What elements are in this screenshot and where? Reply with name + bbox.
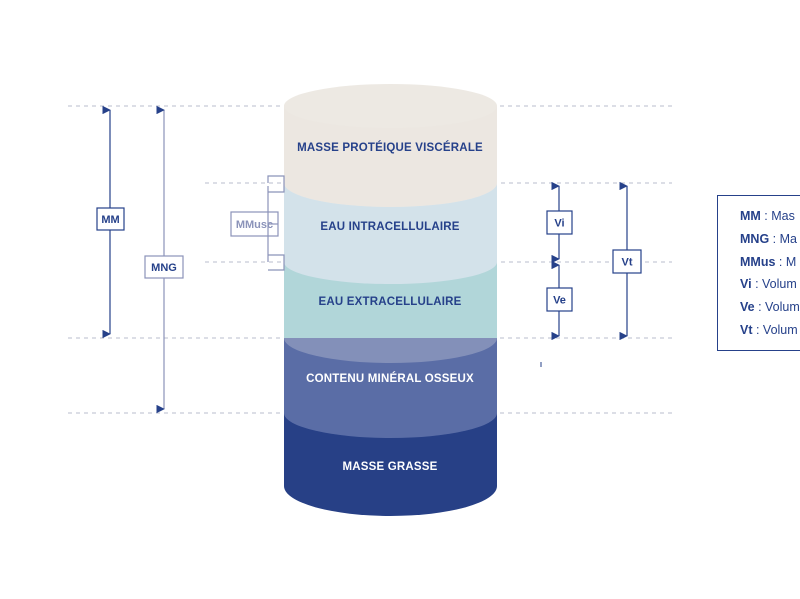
vt-bracket: Vt [612,181,642,341]
legend-text: Mas [771,209,795,223]
vi-bracket: Vi [546,181,573,264]
legend-abbr: Vt [740,322,753,337]
legend-sep: : [751,277,763,292]
legend-abbr: MM [740,209,761,223]
legend-row-mm: MM : Mas [740,205,800,228]
legend-abbr: Ve [740,300,755,315]
mmusc-top-tab [267,175,285,193]
label-eau-extracellulaire: EAU EXTRACELLULAIRE [318,296,461,308]
legend-text: Ma [779,231,797,246]
legend-sep: : [760,209,772,223]
layer-masse-proteique [284,106,497,207]
ve-label: Ve [553,295,566,307]
vt-label-box [612,249,642,274]
mm-label: MM [101,214,119,226]
mm-bracket: MM [96,105,125,339]
layer-eau-intracellulaire [284,183,497,284]
legend-abbr: Vi [740,277,752,292]
vi-label-box [546,210,573,235]
mm-label-box [96,207,125,231]
legend-row-mng: MNG : Ma [740,228,800,251]
label-masse-proteique: MASSE PROTÉIQUE VISCÉRALE [297,141,483,154]
layer-masse-grasse [284,413,497,516]
legend-sep: : [775,254,786,269]
mng-label-box [144,255,184,279]
mng-label: MNG [151,262,177,274]
legend-row-ve: Ve : Volum [740,296,800,319]
legend-sep: : [754,300,766,315]
legend-text: Volum [762,322,798,337]
vt-label: Vt [622,257,633,269]
legend-row-mmus: MMus : M [740,251,800,274]
layer-contenu-mineral [284,338,497,438]
legend-row-vt: Vt : Volum [740,319,800,342]
legend-sep: : [769,231,780,246]
legend-text: Volum [762,277,797,292]
label-masse-grasse: MASSE GRASSE [342,461,437,473]
layer-masse-proteique-top [284,84,497,128]
mmusc-bottom-tab [268,254,285,271]
ve-bracket: Ve [546,260,573,341]
legend-row-vi: Vi : Volum [740,273,800,296]
mng-bracket: MNG [144,105,184,414]
label-contenu-mineral: CONTENU MINÉRAL OSSEUX [306,372,474,385]
label-eau-intracellulaire: EAU INTRACELLULAIRE [320,221,459,233]
legend-text: M [785,254,797,269]
legend-abbr: MMus [740,254,776,269]
vi-label: Vi [554,218,564,230]
ve-label-box [546,287,573,312]
mmusc-label: MMusc [236,219,273,231]
mmusc-bracket [230,175,285,271]
legend-box: MM : Mas MNG : Ma MMus : M Vi : Volum Ve… [717,195,800,351]
legend-abbr: MNG [740,231,770,246]
legend-sep: : [752,322,763,337]
legend-text: Volum [765,300,800,315]
cylinder [284,84,497,516]
